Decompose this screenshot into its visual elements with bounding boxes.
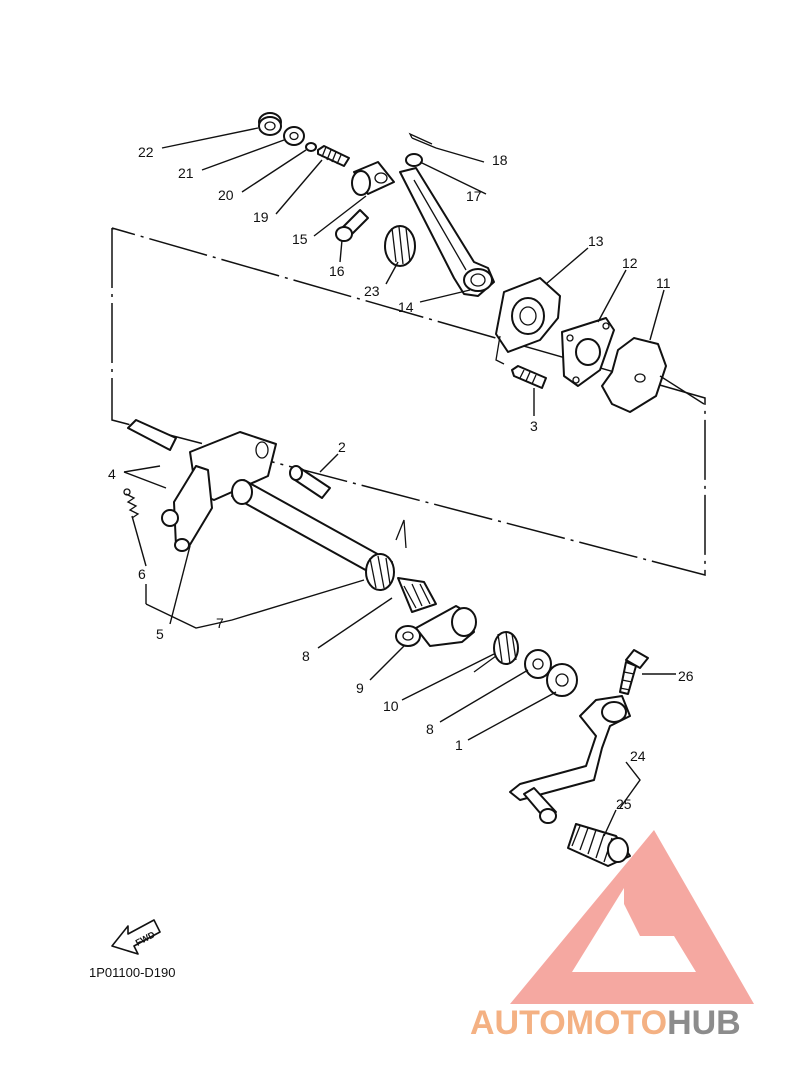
callout-13: 13 [588,233,604,249]
callout-26: 26 [678,668,694,684]
callout-18: 18 [492,152,508,168]
callout-20: 20 [218,187,234,203]
callout-10: 10 [383,698,399,714]
part-10-spring [473,631,519,673]
assembly-boundary [111,227,706,576]
part-18-cotter [408,132,437,149]
diagram-code: 1P01100-D190 [89,965,176,980]
fwd-arrow-icon: FWD [111,919,161,955]
part-8-splined-end [397,577,437,613]
callout-8-upper: 8 [302,648,310,664]
callout-11: 11 [656,275,671,291]
callout-15: 15 [292,231,308,247]
part-12-plate [561,317,615,387]
callout-9: 9 [356,680,364,696]
part-15-joint [351,161,395,196]
callout-labels: 22 21 20 19 15 16 23 14 18 17 13 12 11 3… [108,144,694,812]
part-13-plate [495,277,561,365]
part-23-spring [384,225,416,267]
part-6-spring [123,488,140,519]
part-20-oring [305,142,317,152]
leader-lines [123,127,705,837]
part-21-washer [283,126,305,146]
part-14-arm [399,167,495,297]
callout-12: 12 [622,255,638,271]
callout-24: 24 [630,748,646,764]
callout-22: 22 [138,144,154,160]
part-19-bolt [317,145,350,167]
callout-5: 5 [156,626,164,642]
callout-7: 7 [216,615,224,631]
part-7-collar [365,519,407,591]
callout-8-lower: 8 [426,721,434,737]
part-9-lever [395,605,477,647]
part-25-rubber [567,823,631,867]
part-24-pedal [509,695,631,824]
callout-6: 6 [138,566,146,582]
part-4-shift-shaft [127,419,277,552]
callout-19: 19 [253,209,269,225]
part-17-clip [405,153,423,167]
part-26-bolt [619,649,649,695]
part-8-washer [524,649,552,679]
callout-25: 25 [616,796,632,812]
callout-1: 1 [455,737,463,753]
callout-17: 17 [466,188,482,204]
watermark-part1: AUTOMOTO [470,1004,667,1042]
part-11-cam-plate [601,337,667,413]
callout-23: 23 [364,283,380,299]
part-22-nut [258,112,282,136]
part-1-collar [546,663,578,697]
part-3-bolt [511,365,547,389]
callout-3: 3 [530,418,538,434]
callout-21: 21 [178,165,194,181]
watermark-logo [510,830,754,1004]
callout-4: 4 [108,466,116,482]
watermark-part2: HUB [667,1004,741,1042]
callout-2: 2 [338,439,346,455]
part-16-pin [335,209,369,242]
callout-16: 16 [329,263,345,279]
callout-14: 14 [398,299,414,315]
part-2-pin [289,465,331,499]
watermark-brand: AUTOMOTOHUB [470,1004,741,1042]
